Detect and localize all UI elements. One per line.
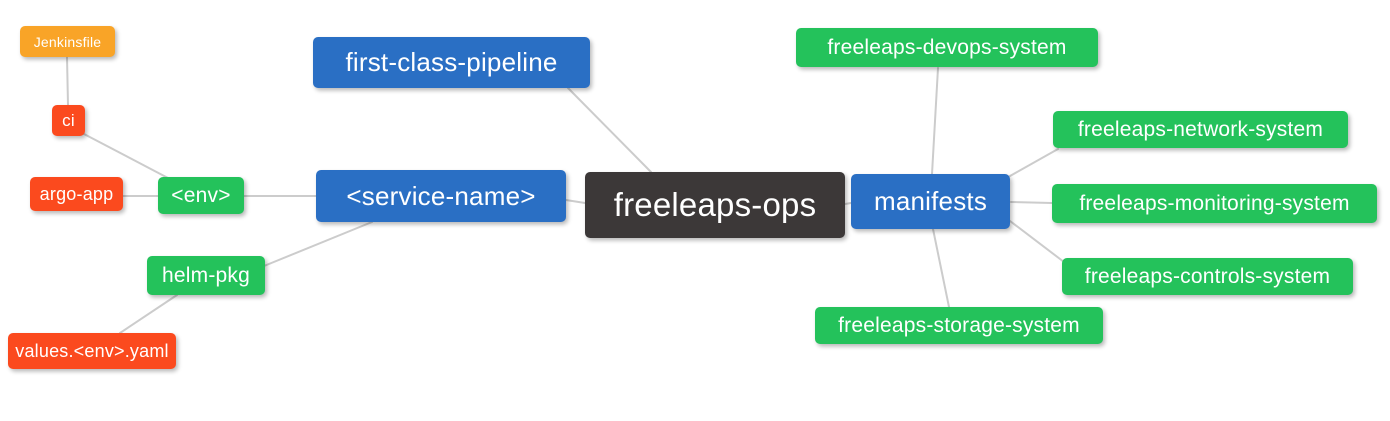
mindmap-node-argo-app[interactable]: argo-app: [30, 177, 123, 211]
mindmap-node-freeleaps-monitoring-system[interactable]: freeleaps-monitoring-system: [1052, 184, 1377, 223]
edge-freeleaps-ops-to-manifests: [844, 202, 852, 205]
mindmap-node-helm-pkg[interactable]: helm-pkg: [147, 256, 265, 295]
edge-manifests-to-freeleaps-monitoring-system: [1010, 201, 1053, 204]
edge-ci-to-env: [83, 133, 169, 179]
node-label: ci: [62, 110, 75, 130]
node-label: <service-name>: [346, 180, 536, 211]
node-label: first-class-pipeline: [345, 47, 558, 77]
node-label: freeleaps-controls-system: [1084, 264, 1331, 288]
node-label: freeleaps-monitoring-system: [1079, 191, 1350, 215]
edge-first-class-pipeline-to-freeleaps-ops: [567, 87, 652, 173]
node-label: manifests: [873, 186, 988, 216]
edge-manifests-to-freeleaps-storage-system: [932, 228, 950, 308]
mindmap-node-freeleaps-storage-system[interactable]: freeleaps-storage-system: [815, 307, 1103, 344]
edge-manifests-to-freeleaps-controls-system: [1009, 220, 1065, 263]
mindmap-node-freeleaps-devops-system[interactable]: freeleaps-devops-system: [796, 28, 1098, 67]
node-label: values.<env>.yaml: [15, 340, 169, 361]
mindmap-node-env[interactable]: <env>: [158, 177, 244, 214]
mindmap-node-jenkinsfile[interactable]: Jenkinsfile: [20, 26, 115, 57]
node-label: helm-pkg: [162, 263, 250, 287]
mindmap-node-ci[interactable]: ci: [52, 105, 85, 136]
mindmap-node-freeleaps-network-system[interactable]: freeleaps-network-system: [1053, 111, 1348, 148]
node-label: freeleaps-devops-system: [827, 35, 1067, 59]
edge-manifests-to-freeleaps-devops-system: [931, 67, 939, 175]
mindmap-node-first-class-pipeline[interactable]: first-class-pipeline: [313, 37, 590, 88]
node-label: freeleaps-network-system: [1077, 117, 1324, 141]
edge-manifests-to-freeleaps-network-system: [1009, 148, 1059, 177]
node-label: freeleaps-ops: [613, 186, 817, 223]
mindmap-node-freeleaps-controls-system[interactable]: freeleaps-controls-system: [1062, 258, 1353, 295]
mindmap-node-service-name[interactable]: <service-name>: [316, 170, 566, 222]
mindmap-node-values-env-yaml[interactable]: values.<env>.yaml: [8, 333, 176, 369]
node-label: Jenkinsfile: [33, 33, 102, 50]
node-label: freeleaps-storage-system: [838, 313, 1080, 337]
edge-jenkinsfile-to-ci: [66, 56, 69, 106]
mindmap-node-freeleaps-ops[interactable]: freeleaps-ops: [585, 172, 845, 238]
edge-service-name-to-helm-pkg: [263, 221, 373, 267]
mindmap-node-manifests[interactable]: manifests: [851, 174, 1010, 229]
edge-service-name-to-freeleaps-ops: [565, 199, 586, 204]
node-label: argo-app: [39, 183, 114, 204]
edge-helm-pkg-to-values-env-yaml: [119, 294, 178, 334]
node-label: <env>: [171, 183, 231, 207]
